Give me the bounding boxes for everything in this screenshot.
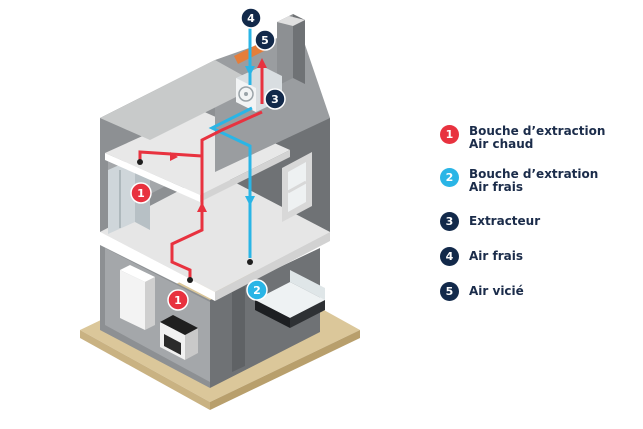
legend-item: 3 Extracteur xyxy=(440,212,540,231)
marker-circle xyxy=(167,289,189,311)
hot-air-duct xyxy=(138,62,264,280)
hot-air-arrow-mid-icon xyxy=(170,152,178,161)
legend-badge: 1 xyxy=(440,125,459,144)
fridge xyxy=(120,270,145,330)
legend-badge: 3 xyxy=(440,212,459,231)
ground-floor-partition xyxy=(232,286,245,372)
extraction-vent-living xyxy=(247,259,253,265)
fridge-side xyxy=(145,277,155,330)
marker-number: 4 xyxy=(247,12,255,25)
attic-slab-edge xyxy=(105,153,200,202)
fresh-air-arrow-top-icon xyxy=(245,66,255,76)
ground-slab-edge-right xyxy=(210,330,360,410)
hot-air-arrow-up-icon xyxy=(257,58,267,68)
legend-label: Extracteur xyxy=(469,215,540,228)
marker-circle xyxy=(264,88,286,110)
marker-circle xyxy=(254,29,276,51)
hot-air-arrow-icon xyxy=(197,202,207,212)
fresh-air-arrow-icon xyxy=(245,196,255,206)
sofa-front xyxy=(255,300,290,328)
fridge-top xyxy=(120,265,155,282)
legend-item: 5 Air vicié xyxy=(440,282,524,301)
first-floor-slab-edge-right xyxy=(215,232,330,301)
extractor-fan-icon xyxy=(238,86,254,102)
legend-label-line: Air frais xyxy=(469,180,523,194)
marker-circle xyxy=(130,182,152,204)
legend-label-line: Bouche d’extration xyxy=(469,167,599,181)
legend-label-line: Air chaud xyxy=(469,137,534,151)
roof-side xyxy=(100,60,260,140)
stove-door xyxy=(164,334,181,355)
legend-label-line: Bouche d’extraction xyxy=(469,124,606,138)
marker-1: 1 xyxy=(167,289,189,311)
shower-cabin xyxy=(108,158,135,234)
attic-slab-edge-right xyxy=(200,150,290,202)
marker-2: 2 xyxy=(246,279,268,301)
legend-label-line: Air frais xyxy=(469,249,523,263)
marker-5: 5 xyxy=(254,29,276,51)
marker-circle xyxy=(246,279,268,301)
legend-label: Air vicié xyxy=(469,285,524,298)
legend-badge: 5 xyxy=(440,282,459,301)
extraction-vent-kitchen xyxy=(187,277,193,283)
first-floor-slab-edge-left xyxy=(100,232,215,301)
marker-circle xyxy=(240,7,262,29)
stove-top xyxy=(160,315,198,335)
sofa-back xyxy=(290,270,325,300)
legend-label: Air frais xyxy=(469,250,523,263)
marker-number: 2 xyxy=(253,284,261,297)
extraction-vent-bathroom xyxy=(137,159,143,165)
marker-number: 1 xyxy=(137,187,145,200)
legend-item: 4 Air frais xyxy=(440,247,523,266)
marker-number: 1 xyxy=(174,294,182,307)
marker-1: 1 xyxy=(130,182,152,204)
stove-side xyxy=(185,328,198,360)
chimney-front xyxy=(277,14,293,86)
marker-4: 4 xyxy=(240,7,262,29)
legend-badge: 2 xyxy=(440,168,459,187)
ground-slab-edge xyxy=(80,330,210,410)
marker-number: 5 xyxy=(261,34,269,47)
chimney-top xyxy=(277,16,305,26)
extractor-fan-hub xyxy=(244,92,248,96)
marker-number: 3 xyxy=(271,93,279,106)
sofa-side xyxy=(290,300,325,328)
marker-3: 3 xyxy=(264,88,286,110)
chimney-side xyxy=(293,14,305,84)
window-bar xyxy=(287,180,307,194)
legend-badge: 4 xyxy=(440,247,459,266)
legend-label-line: Extracteur xyxy=(469,214,541,228)
legend-label-line: Air vicié xyxy=(469,284,524,298)
